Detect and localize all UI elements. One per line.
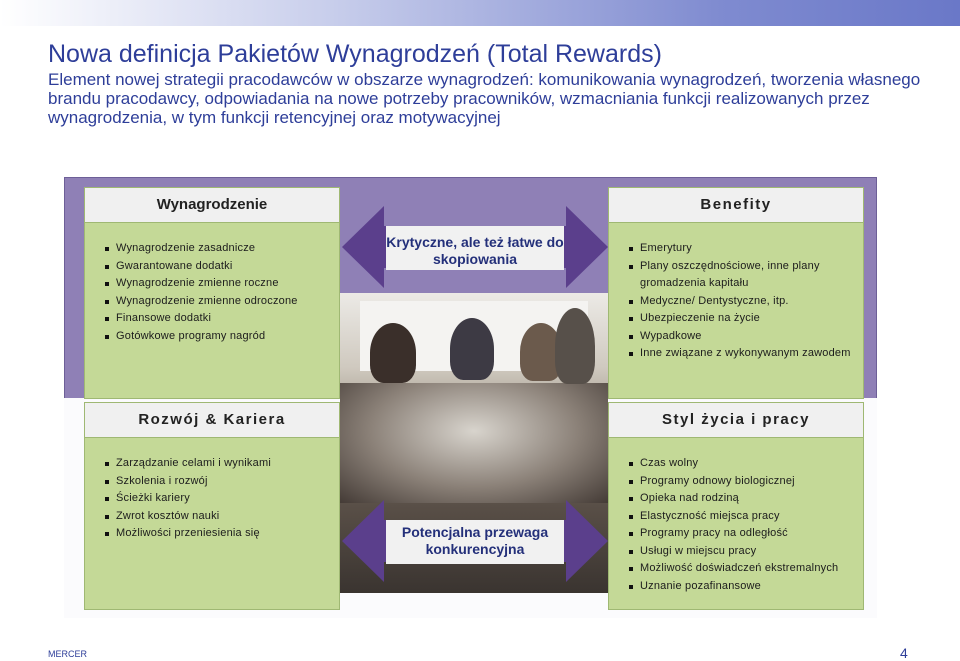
- panel-title: Rozwój & Kariera: [85, 403, 339, 438]
- panel-title: Styl życia i pracy: [609, 403, 863, 438]
- list-item: Zarządzanie celami i wynikami: [105, 455, 331, 473]
- panel-list: Emerytury Plany oszczędnościowe, inne pl…: [629, 240, 855, 363]
- panel-rozwoj-kariera: Rozwój & Kariera Zarządzanie celami i wy…: [84, 402, 340, 610]
- arrow-bottom-label: Potencjalna przewaga konkurencyjna: [380, 524, 570, 558]
- list-item: Finansowe dodatki: [105, 310, 331, 328]
- list-item: Ubezpieczenie na życie: [629, 310, 855, 328]
- footer-brand: MERCER: [48, 649, 87, 659]
- list-item: Elastyczność miejsca pracy: [629, 508, 855, 526]
- list-item: Opieka nad rodziną: [629, 490, 855, 508]
- list-item: Medyczne/ Dentystyczne, itp.: [629, 293, 855, 311]
- list-item: Szkolenia i rozwój: [105, 473, 331, 491]
- list-item: Zwrot kosztów nauki: [105, 508, 331, 526]
- top-gradient-band: [0, 0, 960, 26]
- panel-list: Zarządzanie celami i wynikami Szkolenia …: [105, 455, 331, 543]
- list-item: Emerytury: [629, 240, 855, 258]
- list-item: Wynagrodzenie zasadnicze: [105, 240, 331, 258]
- panel-styl-zycia: Styl życia i pracy Czas wolny Programy o…: [608, 402, 864, 610]
- list-item: Czas wolny: [629, 455, 855, 473]
- panel-benefity: Benefity Emerytury Plany oszczędnościowe…: [608, 187, 864, 399]
- list-item: Usługi w miejscu pracy: [629, 543, 855, 561]
- arrow-top-label: Krytyczne, ale też łatwe do skopiowania: [380, 234, 570, 268]
- list-item: Możliwość doświadczeń ekstremalnych: [629, 560, 855, 578]
- page-number: 4: [900, 645, 908, 661]
- list-item: Wypadkowe: [629, 328, 855, 346]
- list-item: Możliwości przeniesienia się: [105, 525, 331, 543]
- panel-title: Wynagrodzenie: [85, 188, 339, 223]
- list-item: Programy odnowy biologicznej: [629, 473, 855, 491]
- list-item: Plany oszczędnościowe, inne plany gromad…: [629, 258, 855, 293]
- list-item: Wynagrodzenie zmienne roczne: [105, 275, 331, 293]
- panel-list: Czas wolny Programy odnowy biologicznej …: [629, 455, 855, 595]
- list-item: Programy pracy na odległość: [629, 525, 855, 543]
- list-item: Uznanie pozafinansowe: [629, 578, 855, 596]
- page-title: Nowa definicja Pakietów Wynagrodzeń (Tot…: [48, 40, 662, 69]
- page-subtitle: Element nowej strategii pracodawców w ob…: [48, 70, 948, 127]
- panel-title: Benefity: [609, 188, 863, 223]
- list-item: Inne związane z wykonywanym zawodem: [629, 345, 855, 363]
- list-item: Ścieżki kariery: [105, 490, 331, 508]
- list-item: Gotówkowe programy nagród: [105, 328, 331, 346]
- list-item: Gwarantowane dodatki: [105, 258, 331, 276]
- panel-list: Wynagrodzenie zasadnicze Gwarantowane do…: [105, 240, 331, 345]
- panel-wynagrodzenie: Wynagrodzenie Wynagrodzenie zasadnicze G…: [84, 187, 340, 399]
- list-item: Wynagrodzenie zmienne odroczone: [105, 293, 331, 311]
